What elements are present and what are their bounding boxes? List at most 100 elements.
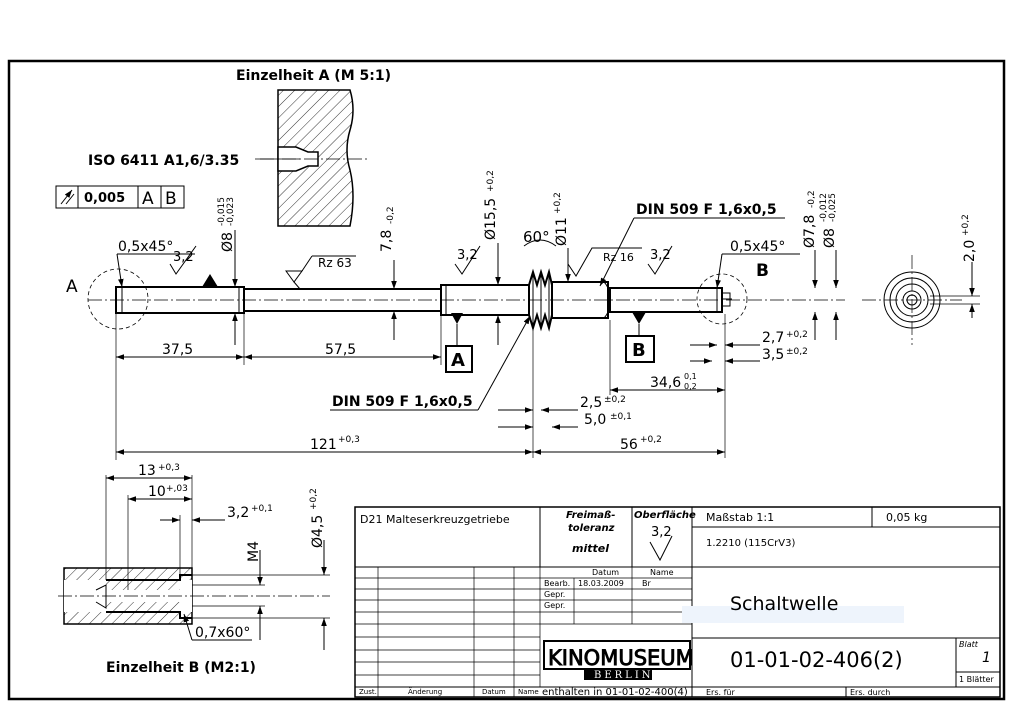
dim-2-5: 2,5 [580, 395, 602, 411]
detail-b: 13 +0,3 10 +,03 3,2 +0,1 M4 Ø4,5 +0,2 0,… [58, 463, 330, 676]
bearb-date: 18.03.2009 [578, 579, 624, 588]
dim-56: 56 [620, 437, 638, 453]
dim-7-8-left-tol: -0,2 [386, 206, 396, 224]
center-hole-label: ISO 6411 A1,6/3.35 [88, 153, 239, 169]
bearb-name: Br [642, 579, 651, 588]
dia-8-left-tol-lo: -0,023 [226, 197, 236, 226]
dia-4-5: Ø4,5 [310, 515, 326, 548]
feature-control-frame: 0,005 A B [55, 185, 185, 209]
dim-13: 13 [138, 463, 156, 479]
dim-5-0: 5,0 [584, 412, 606, 428]
detail-b-title: Einzelheit B (M2:1) [106, 660, 256, 676]
blatt-value: 1 [982, 650, 991, 666]
aenderung-label: Änderung [408, 687, 442, 696]
logo-bottom: BERLIN [594, 670, 654, 681]
dim-7-8-right-tol: -0,2 [807, 190, 817, 208]
roughness-rz63: Rz 63 [318, 256, 352, 270]
dim-3-5-tol: ±0,2 [786, 347, 808, 357]
dia-4-5-tol: +0,2 [309, 488, 319, 510]
tolerance-value: 0,005 [84, 191, 125, 206]
circular-runout-icon [60, 189, 75, 205]
dim-5-0-tol: ±0,1 [610, 412, 632, 422]
dim-3-5: 3,5 [762, 347, 784, 363]
dia-8-right-tol-lo: -0,025 [828, 193, 838, 222]
part-name: Schaltwelle [730, 593, 838, 615]
dim-56-tol: +0,2 [640, 435, 662, 445]
chamfer-right: 0,5x45° [730, 239, 785, 255]
datum-a: A [142, 189, 154, 209]
dia-15-5: Ø15,5 [483, 198, 499, 240]
bearb-label: Bearb. [544, 579, 570, 588]
drawing-frame [7, 59, 1006, 701]
dim-37-5: 37,5 [162, 342, 193, 358]
logo-top: KINOMUSEUM [548, 646, 694, 670]
datum-box-a: A [451, 350, 465, 371]
oberflaeche-value: 3,2 [651, 525, 672, 540]
dim-2-7: 2,7 [762, 330, 784, 346]
shaft-view [87, 268, 845, 332]
col-name: Name [650, 568, 674, 577]
dim-10-tol: +,03 [166, 484, 188, 494]
roughness-right: 3,2 [650, 248, 671, 263]
datum-box-b: B [632, 340, 646, 361]
view-label-a: A [66, 277, 78, 297]
gepr-1: Gepr. [544, 590, 565, 599]
roughness-rz16: Rz 16 [603, 251, 634, 264]
diameter-dimensions: Ø8 -0,015 -0,023 7,8 -0,2 Ø15,5 +0,2 Ø11… [217, 170, 839, 345]
dim-2-5-tol: ±0,2 [604, 395, 626, 405]
datum-label: Datum [482, 688, 506, 696]
chamfer-b: 0,7x60° [195, 625, 250, 641]
detail-a: Einzelheit A (M 5:1) ISO 6411 A1,6/3.35 [88, 68, 391, 227]
revision-grid [355, 567, 692, 697]
zust-label: Zust. [359, 688, 377, 696]
project-name: D21 Malteserkreuzgetriebe [360, 513, 510, 526]
dim-10: 10 [148, 484, 166, 500]
dia-15-5-tol: +0,2 [486, 170, 496, 192]
view-label-b: B [756, 261, 769, 281]
name-label: Name [518, 688, 539, 696]
oberflaeche-label: Oberfläche [634, 510, 696, 521]
datum-b: B [165, 189, 177, 209]
dia-8-right: Ø8 [822, 228, 838, 248]
ers-durch: Ers. durch [850, 688, 890, 697]
roughness-mid: 3,2 [457, 248, 478, 263]
col-datum: Datum [592, 568, 619, 577]
detail-a-title: Einzelheit A (M 5:1) [236, 68, 391, 84]
dia-8-left-tol-up: -0,015 [217, 197, 227, 226]
dim-7-8-right: Ø7,8 [802, 215, 818, 248]
roughness-symbols: 3,2 Rz 63 3,2 Rz 16 3,2 [169, 245, 673, 290]
dim-3-2: 3,2 [227, 505, 249, 521]
material: 1.2210 (115CrV3) [706, 538, 795, 549]
end-view: 2,0 +0,2 [862, 214, 980, 345]
dim-121-tol: +0,3 [338, 435, 360, 445]
dia-8-right-tol-up: -0,012 [819, 193, 829, 222]
chamfer-left: 0,5x45° [118, 239, 173, 255]
blatt-label: Blatt [959, 640, 979, 649]
dim-2-0-tol: +0,2 [961, 214, 971, 236]
freimass-2: toleranz [568, 523, 615, 534]
dim-7-8-left: 7,8 [379, 230, 395, 252]
dia-11-tol: +0,2 [553, 192, 563, 214]
gepr-2: Gepr. [544, 601, 565, 610]
roughness-left: 3,2 [173, 250, 194, 265]
dia-11: Ø11 [554, 217, 570, 246]
dim-2-7-tol: +0,2 [786, 330, 808, 340]
massstab: Maßstab 1:1 [706, 511, 774, 524]
freimass-1: Freimaß- [566, 510, 615, 521]
kinomuseum-logo: KINOMUSEUM BERLIN [543, 640, 694, 681]
dim-57-5: 57,5 [325, 342, 356, 358]
weight: 0,05 kg [886, 511, 927, 524]
din-callout-top: DIN 509 F 1,6x0,5 [636, 202, 777, 218]
enthalten-in: enthalten in 01-01-02-400(4) [542, 687, 688, 698]
dim-34-6-tol-up: 0,1 [684, 372, 697, 381]
length-dimensions: 37,5 57,5 121 +0,3 56 +0,2 2,5 ±0,2 5,0 … [115, 314, 808, 460]
blaetter: 1 Blätter [959, 675, 994, 684]
dim-13-tol: +0,3 [158, 463, 180, 473]
angle-60: 60° [523, 228, 550, 246]
thread-m4: M4 [246, 541, 262, 562]
drawing-number: 01-01-02-406(2) [730, 648, 903, 672]
dim-3-2-tol: +0,1 [251, 504, 273, 514]
ers-fuer: Ers. für [706, 688, 735, 697]
dim-34-6-tol-lo: 0,2 [684, 382, 697, 391]
